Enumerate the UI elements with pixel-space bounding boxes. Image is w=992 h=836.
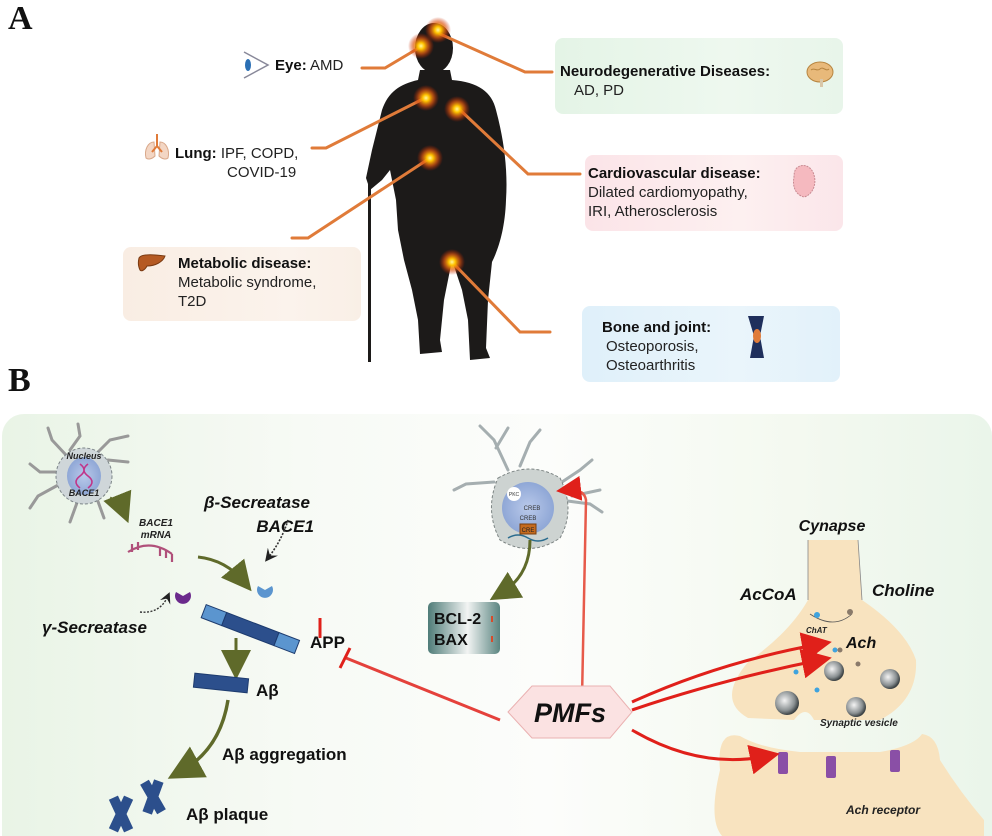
brain-icon xyxy=(806,61,834,87)
cardiovascular-label-line2: IRI, Atherosclerosis xyxy=(588,203,718,220)
abeta-label: Aβ xyxy=(256,681,279,700)
cre-box xyxy=(519,523,537,535)
app-protein xyxy=(200,603,301,655)
synapse-title: Cynapse xyxy=(799,518,866,535)
lung-label-line2: COVID-19 xyxy=(227,164,297,181)
bace1-mrna-label-2: mRNA xyxy=(141,530,172,541)
connector-lines xyxy=(290,32,582,334)
glow-points xyxy=(408,17,470,275)
bone-joint-label-title: Bone and joint: xyxy=(602,319,712,336)
abeta-plaque xyxy=(108,779,166,833)
left-neuron-nucleus xyxy=(67,457,101,495)
bax-label: BAX xyxy=(434,632,468,649)
postsynaptic-terminal xyxy=(714,734,984,836)
lung-label-title: Lung: xyxy=(175,145,217,162)
dna-icon xyxy=(75,463,93,489)
beta-secretase-label-1: β-Secreatase xyxy=(203,493,310,512)
neurodegenerative-box xyxy=(555,38,843,114)
panel-b-letter: B xyxy=(8,362,31,399)
neurodegenerative-label-title: Neurodegenerative Diseases: xyxy=(560,63,771,80)
neurodegenerative-label: Neurodegenerative Diseases: AD, PD xyxy=(560,62,770,100)
liver-icon xyxy=(137,254,166,272)
pmfs-label: PMFs xyxy=(534,698,606,728)
cardiovascular-label-title: Cardiovascular disease: xyxy=(588,165,761,182)
synaptic-vesicle-label: Synaptic vesicle xyxy=(820,718,898,729)
eye-icon xyxy=(243,51,270,79)
cardiovascular-label: Cardiovascular disease: Dilated cardiomy… xyxy=(588,164,761,221)
panel-a-letter: A xyxy=(8,0,33,37)
abeta-aggregation-label: Aβ aggregation xyxy=(222,745,347,764)
aggregation-arrow xyxy=(167,699,230,779)
bcl2-bax-box xyxy=(428,602,500,654)
abeta-fragment xyxy=(192,672,250,694)
panel-b-diagram: Nucleus BACE1 BACE1 mRNA β-Secreatase BA… xyxy=(28,422,984,836)
accoa-label: AcCoA xyxy=(739,585,797,604)
lung-label: Lung: IPF, COPD, COVID-19 xyxy=(175,144,298,182)
lung-icon xyxy=(145,134,169,160)
eye-label: Eye: AMD xyxy=(275,56,343,75)
metabolic-label-title: Metabolic disease: xyxy=(178,255,312,272)
beta-secretase-enzyme xyxy=(257,586,273,598)
pmfs-to-chat-arrow xyxy=(631,632,832,704)
ach-label: Ach xyxy=(845,635,876,652)
choline-molecule xyxy=(847,609,853,615)
metabolic-label: Metabolic disease: Metabolic syndrome, T… xyxy=(178,254,316,311)
bone-joint-label-line1: Osteoporosis, xyxy=(606,338,699,355)
creb-label-1: CREB xyxy=(524,506,541,512)
pmfs-to-neuron-arrow xyxy=(556,475,588,699)
presynaptic-terminal xyxy=(732,540,917,720)
knee-joint-icon xyxy=(748,316,764,358)
choline-label: Choline xyxy=(872,581,934,600)
gamma-secretase-enzyme xyxy=(175,592,191,604)
pmfs-hexagon xyxy=(507,685,633,739)
ach-receptor-label: Ach receptor xyxy=(845,803,921,817)
abeta-plaque-label: Aβ plaque xyxy=(186,805,268,824)
heart-icon xyxy=(793,164,816,198)
beta-secretase-dotted-arrow xyxy=(265,519,289,562)
mrna-to-enzyme-arrow xyxy=(197,555,252,592)
elderly-silhouette-figure xyxy=(290,17,582,362)
bone-joint-box xyxy=(582,306,840,382)
eye-label-title: Eye: xyxy=(275,57,307,74)
bcl2-label: BCL-2 xyxy=(434,611,481,628)
gamma-secretase-dotted-arrow xyxy=(139,592,171,613)
chat-label: ChAT xyxy=(806,626,828,635)
neurodegenerative-label-line1: AD, PD xyxy=(574,82,625,99)
metabolic-label-line1: Metabolic syndrome, xyxy=(178,274,317,291)
ach-receptors xyxy=(778,750,900,778)
accoa-molecule xyxy=(814,612,820,618)
nucleus-label: Nucleus xyxy=(66,451,101,461)
pmfs-to-ach-arrow xyxy=(631,648,832,712)
dna-strand xyxy=(507,534,549,542)
gamma-secretase-label: γ-Secreatase xyxy=(42,618,147,637)
lung-label-line1: IPF, COPD, xyxy=(220,145,299,162)
app-label: APP xyxy=(310,633,345,652)
pkc-label: PKC xyxy=(509,492,520,498)
transcription-arrow xyxy=(103,489,132,524)
silhouette xyxy=(366,23,507,362)
eye-label-text: AMD xyxy=(310,57,344,74)
pmfs-inhibit-app-bar xyxy=(338,647,352,669)
bace1-gene-label: BACE1 xyxy=(69,488,100,498)
pkc-circle xyxy=(507,487,521,501)
pmfs-to-receptor-arrow xyxy=(631,728,780,775)
creb-label-2: CREB xyxy=(520,516,537,522)
pmfs-inhibit-app-line xyxy=(345,656,501,722)
cre-to-bcl-arrow xyxy=(489,539,532,601)
metabolic-label-line2: T2D xyxy=(178,293,207,310)
mrna-strand xyxy=(127,542,174,562)
bace1-mrna-label-1: BACE1 xyxy=(139,518,173,529)
cre-label: CRE xyxy=(522,528,535,534)
bone-joint-label-line2: Osteoarthritis xyxy=(606,357,696,374)
bone-joint-label: Bone and joint: Osteoporosis, Osteoarthr… xyxy=(602,318,711,375)
cardiovascular-label-line1: Dilated cardiomyopathy, xyxy=(588,184,748,201)
